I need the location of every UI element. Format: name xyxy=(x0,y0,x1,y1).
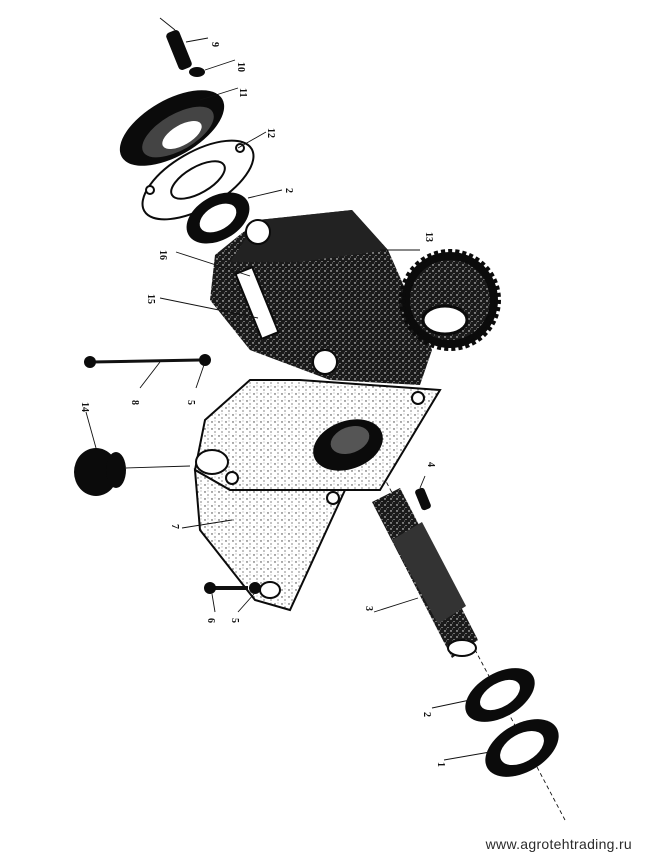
housing-lower-body xyxy=(193,449,347,612)
part-14-cap xyxy=(74,448,191,496)
part-11-cover-flange xyxy=(119,90,225,166)
leader-16 xyxy=(175,251,251,277)
leader-9 xyxy=(185,37,209,43)
callout-11: 11 xyxy=(237,88,248,97)
leader-6 xyxy=(211,593,216,613)
leader-7 xyxy=(181,519,233,529)
callout-4: 4 xyxy=(425,462,436,467)
part-1-seal xyxy=(485,719,559,777)
part-10-washer xyxy=(189,67,205,77)
watermark-url: www.agrotehtrading.ru xyxy=(485,836,632,852)
leader-8 xyxy=(139,361,161,389)
callout-14: 14 xyxy=(79,402,90,412)
part-9-bolt xyxy=(159,17,192,70)
leader-14 xyxy=(85,411,97,449)
callout-2-lower: 2 xyxy=(421,712,432,717)
callout-2-upper: 2 xyxy=(283,188,294,193)
leader-1 xyxy=(443,751,491,761)
leader-2b xyxy=(431,699,471,709)
leader-10 xyxy=(204,59,236,71)
leader-5b xyxy=(237,593,255,613)
part-3-shaft xyxy=(372,488,478,658)
part-2-bearing-lower xyxy=(465,668,535,722)
leader-4 xyxy=(419,475,426,489)
callout-7: 7 xyxy=(169,524,180,529)
part-8-long-bolt xyxy=(84,354,211,368)
part-16-nameplate xyxy=(234,265,280,341)
part-2-bearing-upper xyxy=(186,192,250,244)
part-6-bolt xyxy=(204,582,248,594)
part-4-key xyxy=(415,487,431,511)
leader-12 xyxy=(237,131,267,149)
leader-5a xyxy=(195,361,206,389)
gearbox-housing xyxy=(210,210,432,385)
callout-13: 13 xyxy=(423,232,434,242)
callout-10: 10 xyxy=(235,62,246,72)
callout-3: 3 xyxy=(363,606,374,611)
callout-6: 6 xyxy=(205,618,216,623)
callout-16: 16 xyxy=(157,250,168,260)
part-5-washer-lower xyxy=(249,582,261,594)
callout-8: 8 xyxy=(129,400,140,405)
callout-1: 1 xyxy=(435,762,446,767)
callout-5-lower: 5 xyxy=(229,618,240,623)
leader-2a xyxy=(247,189,283,199)
callout-12: 12 xyxy=(265,128,276,138)
leader-3 xyxy=(373,597,419,613)
callout-9: 9 xyxy=(209,42,220,47)
leader-15 xyxy=(159,297,259,319)
callout-15: 15 xyxy=(145,294,156,304)
leader-11 xyxy=(199,87,239,101)
housing-front-flange xyxy=(193,379,442,491)
callout-5-upper: 5 xyxy=(185,400,196,405)
part-13-gear xyxy=(399,249,501,351)
